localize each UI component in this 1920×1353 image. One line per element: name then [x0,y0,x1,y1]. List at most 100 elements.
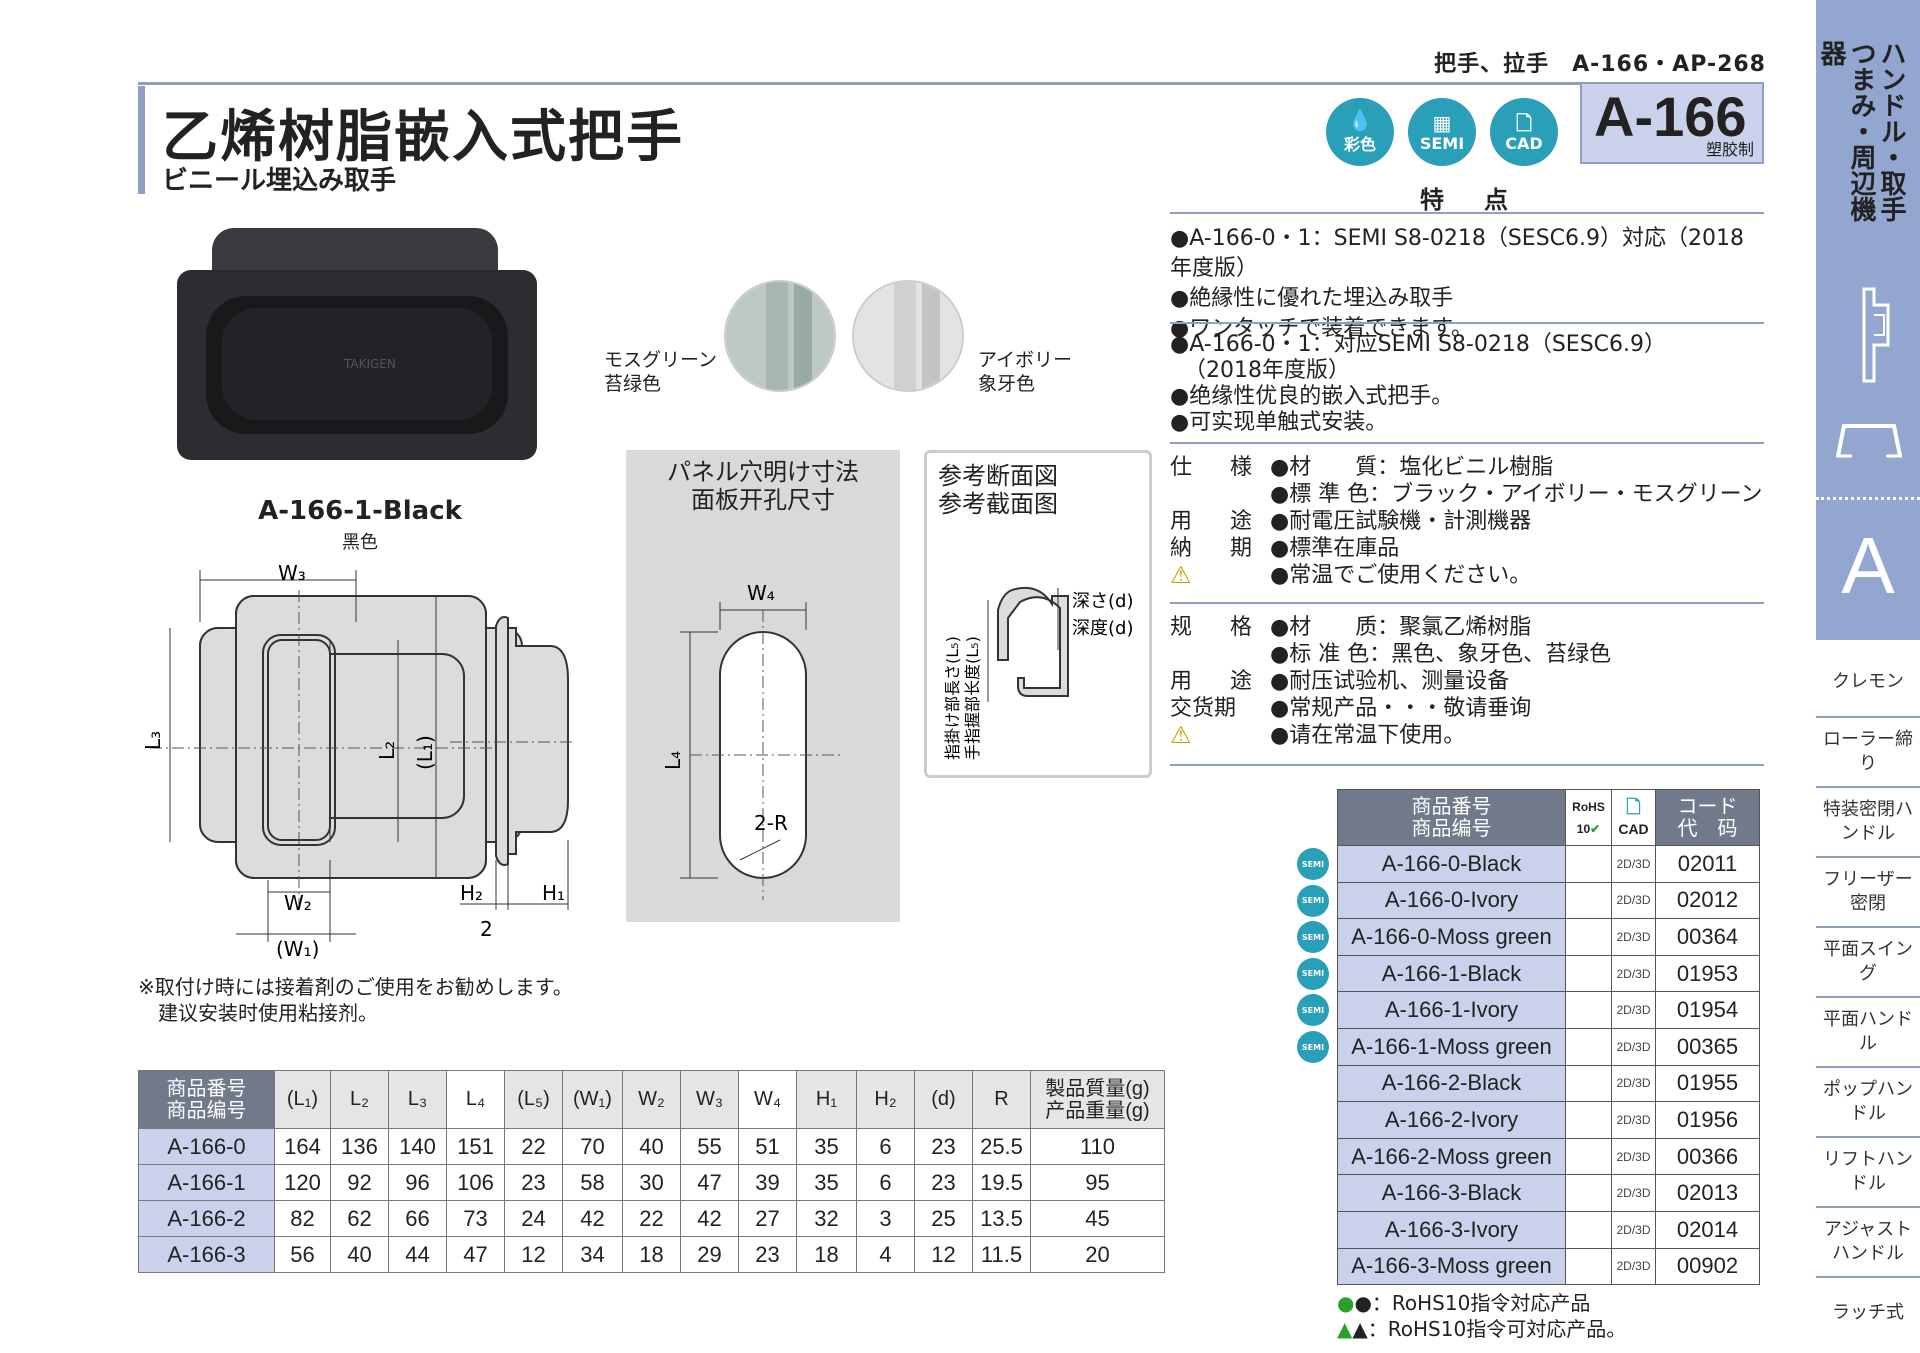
dimension-table: 商品番号商品编号 (L₁) L₂ L₃ L₄ (L₅) (W₁) W₂ W₃ W… [138,1070,1165,1273]
code-cell-cad[interactable]: 2D/3D [1611,1174,1656,1212]
code-cell-cad[interactable]: 2D/3D [1611,1137,1656,1176]
install-note: ※取付け時には接着剤のご使用をお勧めします。 建议安装时使用粘接剂。 [138,975,573,1025]
label-depth-cn: 深度(d) [1072,618,1133,639]
code-cell-cad[interactable]: 2D/3D [1611,991,1656,1029]
code-cell-cad[interactable]: 2D/3D [1611,918,1656,956]
side-item-flat-swing[interactable]: 平面スイング [1816,928,1920,998]
dim-cell: 23 [914,1128,973,1165]
code-cell-name: A-166-1-Ivory [1337,991,1566,1029]
dim-cell: 106 [446,1164,505,1201]
side-view-drawing: H₂ H₁ 2 [450,616,575,940]
code-cell-cad[interactable]: 2D/3D [1611,881,1656,920]
side-item-flat-handle[interactable]: 平面ハンドル [1816,998,1920,1068]
dim-cell-id: A-166-0 [138,1128,275,1165]
code-cell-name: A-166-0-Black [1337,845,1566,883]
dim-cell: 82 [274,1200,331,1237]
side-item-adjust-handle[interactable]: アジャストハンドル [1816,1208,1920,1278]
document-icon: 🗋 [1515,110,1533,135]
photo-caption: A-166-1-Black [258,496,462,526]
side-item-roller[interactable]: ローラー締り [1816,718,1920,788]
code-cell-code: 01953 [1655,954,1760,993]
dim-cell: 42 [680,1200,739,1237]
code-cell-rohs [1565,845,1612,883]
label-w4: W₄ [747,581,775,605]
side-item-lift-handle[interactable]: リフトハンドル [1816,1138,1920,1208]
label-l5-jp: 指掛け部長さ(L₅) [943,636,962,760]
dim-head-product: 商品番号商品编号 [138,1070,275,1129]
label-w2: W₂ [284,891,312,915]
features-jp: ●A-166-0・1：SEMI S8-0218（SESC6.9）対応（2018年… [1170,226,1745,341]
code-head-product: 商品番号商品编号 [1337,789,1566,846]
dim-cell: 13.5 [972,1200,1031,1237]
side-item-freezer[interactable]: フリーザー密閉 [1816,858,1920,928]
dim-cell-mass: 45 [1030,1200,1165,1237]
code-cell-cad[interactable]: 2D/3D [1611,845,1656,883]
features-cn: ●A-166-0・1：对应SEMI S8-0218（SESC6.9） （2018… [1170,332,1667,435]
panel-cutout-title: パネル穴明け寸法 面板开孔尺寸 [667,458,859,514]
section-drawing: 深さ(d) 深度(d) 指掛け部長さ(L₅) 手指握部长度(L₅) [943,586,1133,760]
label-2: 2 [480,917,493,940]
features-rule-mid [1170,322,1764,324]
code-cell-name: A-166-3-Black [1337,1174,1566,1212]
side-item-sealed-handle[interactable]: 特装密閉ハンドル [1816,788,1920,858]
dim-cell: 3 [856,1200,915,1237]
header-rule [138,82,1761,85]
dim-cell-mass: 110 [1030,1128,1165,1165]
dim-cell: 34 [562,1236,623,1273]
code-cell-cad[interactable]: 2D/3D [1611,1064,1656,1103]
section-title: 参考断面図 参考截面图 [938,462,1058,518]
code-cell-code: 02012 [1655,881,1760,920]
side-item-cremone[interactable]: クレモン [1816,648,1920,718]
features-heading: 特 点 [1420,186,1516,214]
label-r: 2-R [754,811,788,835]
code-cell-cad[interactable]: 2D/3D [1611,1210,1656,1249]
code-cell-rohs [1565,881,1612,920]
side-item-pop-handle[interactable]: ポップハンドル [1816,1068,1920,1138]
code-cell-cad[interactable]: 2D/3D [1611,1101,1656,1139]
code-cell-name: A-166-0-Moss green [1337,918,1566,956]
side-item-latch[interactable]: ラッチ式 [1832,1302,1904,1323]
code-cell-code: 01955 [1655,1064,1760,1103]
code-cell-rohs [1565,991,1612,1029]
spec-rule-top [1170,442,1764,444]
dim-cell: 6 [856,1128,915,1165]
page-subtitle: ビニール埋込み取手 [162,166,397,196]
dim-cell: 24 [504,1200,563,1237]
code-cell-code: 00364 [1655,918,1760,956]
dim-cell: 22 [504,1128,563,1165]
dim-cell: 47 [446,1236,505,1273]
legend-rohs-compliant: ●●：RoHS10指令対応产品 [1337,1291,1591,1315]
code-cell-code: 00366 [1655,1137,1760,1176]
code-cell-cad[interactable]: 2D/3D [1611,1027,1656,1066]
code-cell-code: 01954 [1655,991,1760,1029]
dim-cell: 25 [914,1200,973,1237]
warning-icon: ⚠ [1170,721,1200,749]
dim-cell: 12 [504,1236,563,1273]
code-cell-rohs [1565,1064,1612,1103]
dim-cell: 120 [274,1164,331,1201]
dim-cell: 47 [680,1164,739,1201]
label-h1: H₁ [542,881,565,905]
code-cell-rohs [1565,1174,1612,1212]
panel-cutout-drawing: W₄ L₄ 2-R [661,581,840,900]
code-cell-rohs [1565,1027,1612,1066]
dim-cell: 19.5 [972,1164,1031,1201]
label-h2: H₂ [460,881,483,905]
page-title: 乙烯树脂嵌入式把手 [162,105,684,170]
lever-handle-icon [1862,287,1890,383]
code-cell-code: 01956 [1655,1101,1760,1139]
code-cell-rohs [1565,1210,1612,1249]
code-cell-cad[interactable]: 2D/3D [1611,954,1656,993]
chip-icon: ▦ [1432,110,1452,135]
dim-cell-id: A-166-3 [138,1236,275,1273]
code-cell-cad[interactable]: 2D/3D [1611,1247,1656,1286]
code-cell-name: A-166-3-Ivory [1337,1210,1566,1249]
code-cell-rohs [1565,954,1612,993]
dim-cell: 23 [504,1164,563,1201]
dim-cell: 35 [796,1128,857,1165]
legend: ●●：RoHS10指令対応产品 ▲▲：RoHS10指令可対応产品。 [1337,1290,1626,1342]
